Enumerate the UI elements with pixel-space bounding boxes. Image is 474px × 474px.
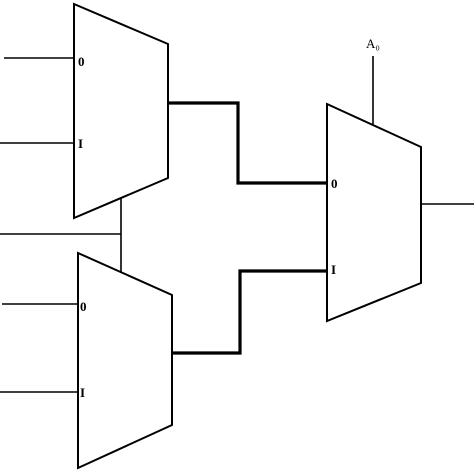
mux-output-body	[326, 102, 422, 323]
mux-bottom-input-0-label: 0	[80, 299, 87, 314]
mux-bottom-body	[77, 251, 173, 470]
bottom-mux-to-output-wire	[172, 269, 327, 355]
mux-top-input-0-label: 0	[78, 54, 85, 69]
mux-top-input-1-label: I	[78, 136, 83, 151]
top-mux-to-output-wire	[168, 101, 327, 185]
mux-output-input-0-label: 0	[331, 176, 338, 191]
mux-top-body	[73, 2, 169, 220]
mux-output-input-1-label: I	[331, 262, 336, 277]
mux-output-select-label: A₀	[366, 36, 380, 51]
mux-bottom-input-1-label: I	[80, 385, 85, 400]
